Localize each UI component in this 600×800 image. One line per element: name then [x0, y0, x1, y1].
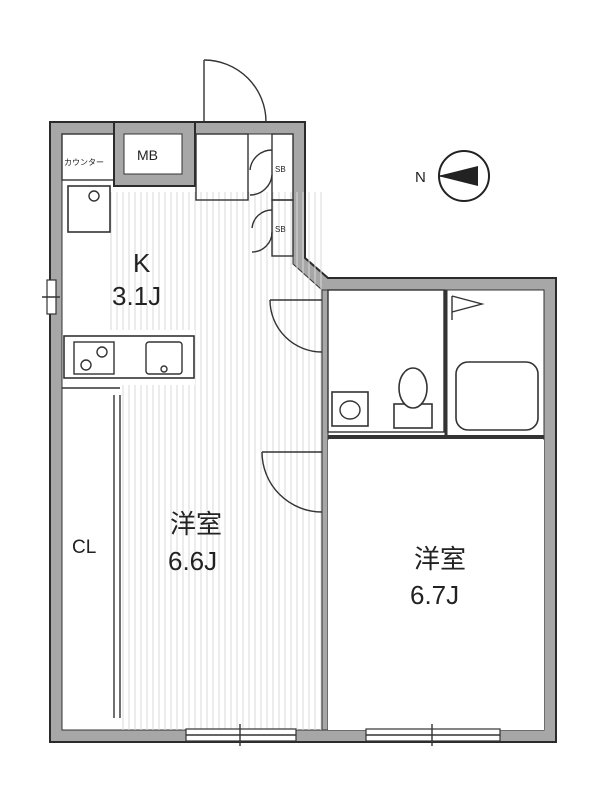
sink-drain-icon	[160, 365, 168, 373]
front-door-arc	[203, 59, 267, 123]
north-label: N	[415, 169, 426, 186]
toilet-bowl	[398, 367, 428, 409]
north-arrow-icon	[438, 150, 490, 202]
wood-floor-kitchen	[110, 192, 322, 330]
entrance-area	[195, 133, 249, 201]
meter-box	[123, 133, 183, 175]
wood-floor-room1	[120, 385, 322, 730]
washer-drain-icon	[88, 190, 100, 202]
shoe-box-door-arc-1	[249, 149, 273, 171]
wash-basin-bowl	[339, 400, 361, 420]
burner-1-icon	[80, 359, 92, 371]
kitchen-size: 3.1J	[112, 281, 161, 311]
meter-box-label: MB	[137, 147, 158, 163]
shoe-box-2-label: SB	[275, 225, 286, 234]
counter-label: カウンター	[64, 158, 104, 167]
room1-size: 6.6J	[168, 546, 217, 576]
room2-door-arc	[261, 451, 323, 513]
wash-basin	[331, 391, 369, 427]
room2-name: 洋室	[414, 544, 466, 574]
bath-door-flag	[451, 295, 485, 313]
shoe-box-1-label: SB	[275, 165, 286, 174]
stove	[73, 341, 115, 375]
kitchen-counter	[63, 335, 195, 379]
room2-size: 6.7J	[410, 580, 459, 610]
burner-2-icon	[96, 346, 108, 358]
shoe-box-2	[271, 199, 294, 257]
closet-label: CL	[72, 537, 96, 558]
shoe-box-door-arc-2	[249, 174, 273, 196]
shoe-box-door-arc-4	[251, 231, 273, 253]
wet-door-arc	[269, 299, 323, 353]
bathtub	[455, 361, 539, 431]
toilet-room	[327, 289, 445, 433]
shoe-box-door-arc-3	[251, 209, 273, 229]
wood-floor-hall	[195, 330, 322, 390]
bottom-window-2	[365, 724, 501, 746]
kitchen-sink	[145, 341, 183, 375]
room2-floor	[328, 440, 544, 730]
room1-name: 洋室	[170, 509, 222, 539]
center-partition	[321, 289, 329, 731]
bottom-window-1	[185, 724, 297, 746]
washer-pan	[67, 185, 111, 233]
kitchen-name: K	[133, 248, 151, 278]
